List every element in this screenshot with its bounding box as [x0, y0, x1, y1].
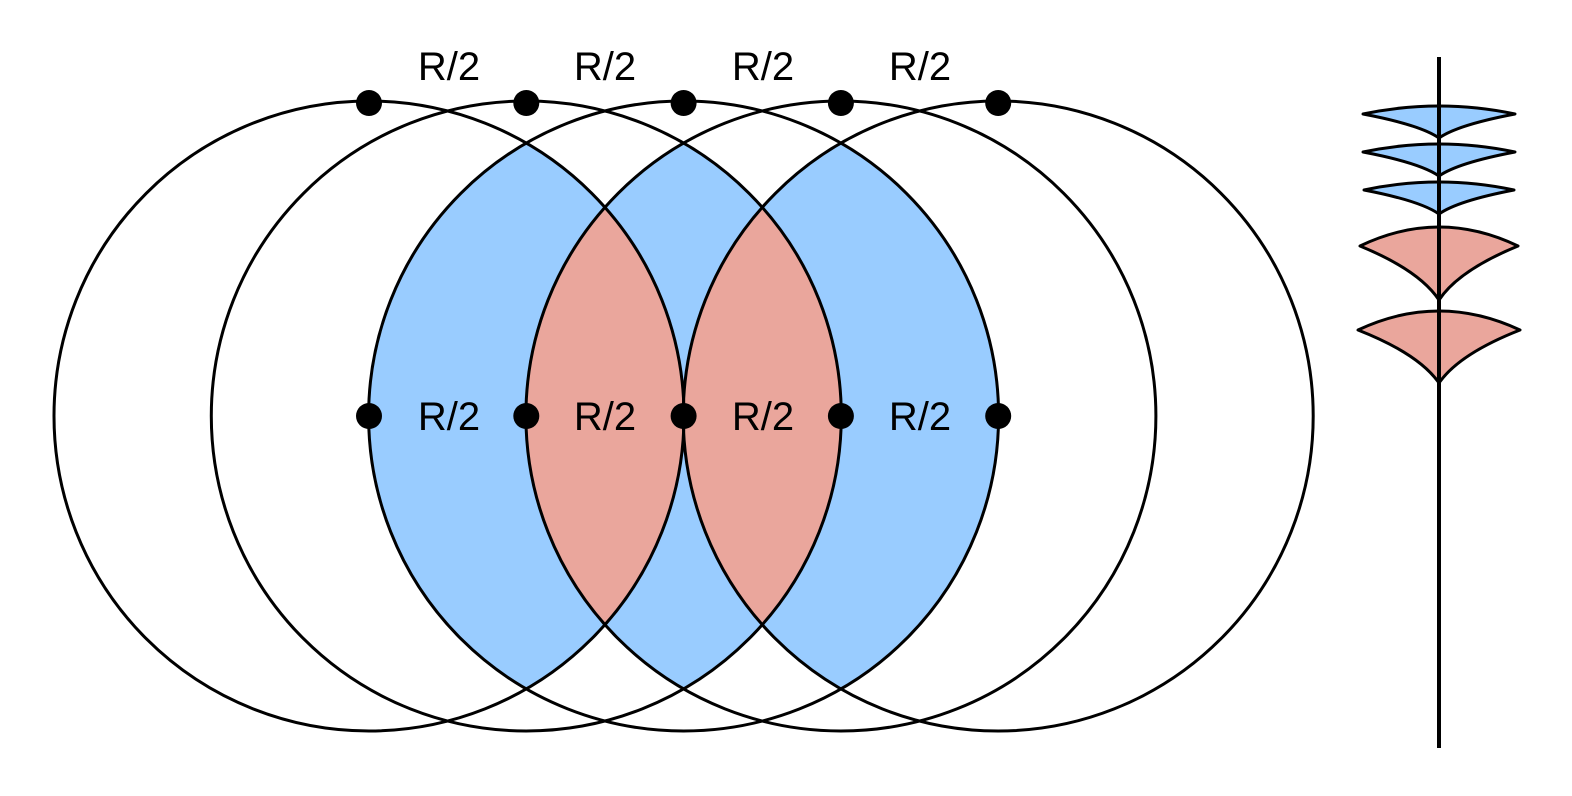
top-dot-3 [670, 90, 697, 116]
middle-label-3: R/2 [732, 395, 794, 439]
spacing-labels: R/2 R/2 R/2 R/2 R/2 R/2 R/2 R/2 [418, 45, 951, 439]
top-label-3: R/2 [732, 45, 794, 89]
top-label-1: R/2 [418, 45, 480, 89]
middle-label-2: R/2 [574, 395, 636, 439]
top-dot-5 [985, 90, 1012, 116]
middle-label-1: R/2 [418, 395, 480, 439]
top-label-4: R/2 [889, 45, 951, 89]
top-dot-4 [827, 90, 854, 116]
center-dot-5 [985, 403, 1012, 429]
center-dot-1 [356, 403, 382, 429]
top-dot-1 [356, 90, 382, 116]
top-label-2: R/2 [574, 45, 636, 89]
center-dot-2 [513, 403, 540, 429]
center-dot-4 [827, 403, 854, 429]
middle-label-4: R/2 [889, 395, 951, 439]
stacked-regions [1356, 57, 1522, 748]
center-dots [356, 90, 1012, 429]
top-dot-2 [513, 90, 540, 116]
center-dot-3 [670, 403, 697, 429]
